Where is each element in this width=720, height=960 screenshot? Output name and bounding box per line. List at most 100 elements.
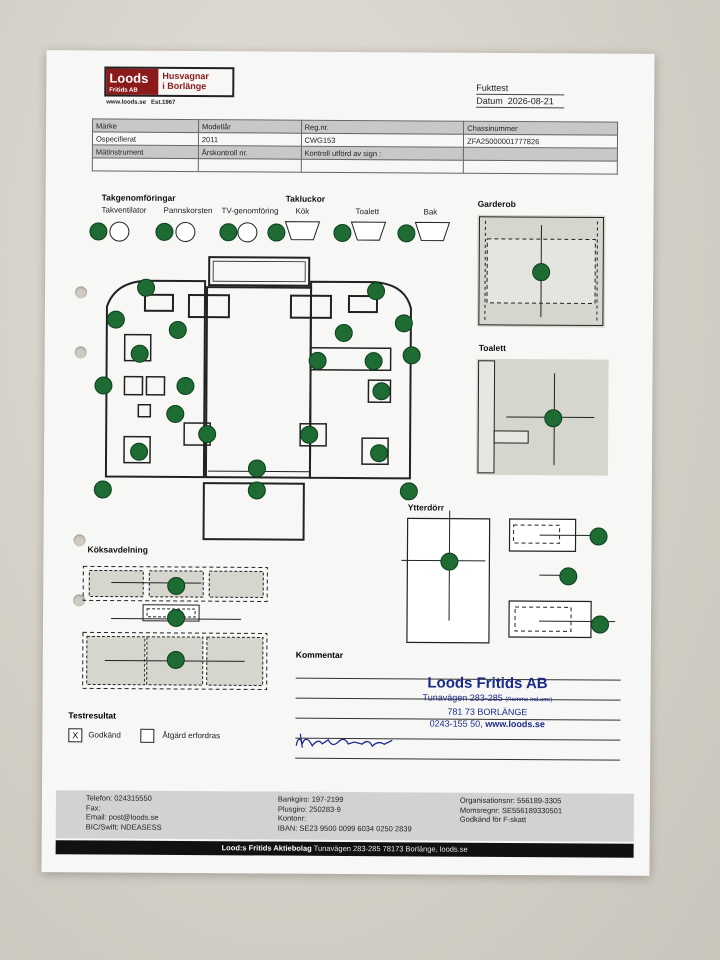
- measure-dot: [106, 310, 125, 329]
- roof-hatch-symbols: [284, 221, 451, 242]
- col-header: Märke: [92, 118, 199, 133]
- measure-dot: [166, 650, 185, 670]
- section-takgenomforingar: Takgenomföringar: [101, 192, 176, 203]
- stamp-name: Loods Fritids AB: [427, 674, 548, 693]
- measure-dot: [94, 376, 113, 395]
- label-toalett-tak: Toalett: [355, 207, 380, 217]
- cell-marke: Ospecifierat: [92, 131, 199, 146]
- logo-brand: Loods: [109, 70, 149, 86]
- label-pannskorsten: Pannskorsten: [163, 205, 213, 216]
- company-stamp: Loods Fritids AB Tunavägen 283-285 (Romm…: [422, 674, 553, 730]
- measure-dot: [370, 444, 389, 463]
- cell-chassi: ZFA25000001777826: [463, 134, 618, 149]
- section-toalett: Toalett: [478, 342, 506, 353]
- label-takventilator: Takventilator: [101, 205, 147, 215]
- logo-web: www.loods.se: [106, 99, 147, 106]
- measure-dot: [130, 344, 149, 363]
- measure-dot: [544, 409, 563, 428]
- cell-matinstrument: Mätinstrument: [92, 144, 199, 159]
- footer-bic: BIC/Swift: NDEASESS: [85, 821, 162, 832]
- col-header: Modellår: [198, 119, 302, 134]
- action-required-label: Åtgärd erfordras: [162, 730, 221, 741]
- footer-bankgiro: Bankgiro: 197-2199: [277, 794, 344, 804]
- measure-dot: [440, 552, 459, 571]
- footer-company: Lood:s Fritids Aktiebolag: [221, 843, 312, 853]
- footer-phone: Telefon: 024315550: [85, 793, 152, 803]
- comment-line: [295, 757, 621, 761]
- measure-dot: [247, 459, 267, 478]
- cell-empty: [463, 147, 618, 162]
- measure-dot: [166, 404, 185, 423]
- stamp-phone: 0243-155 50,: [429, 718, 483, 729]
- measure-dot: [168, 320, 187, 340]
- measure-dot: [397, 224, 416, 243]
- label-bak: Bak: [423, 207, 438, 217]
- measure-dot: [155, 222, 174, 241]
- handwritten-signature: [295, 733, 393, 748]
- door-diagram: [401, 510, 616, 644]
- footer-address: Tunavägen 283-285 78173 Borlänge, loods.…: [313, 843, 468, 854]
- stamp-address: Tunavägen 283-285: [422, 692, 503, 703]
- measure-dot: [372, 382, 391, 401]
- measure-dot: [93, 480, 112, 499]
- footer-iban: IBAN: SE23 9500 0099 6034 0250 2839: [277, 823, 412, 833]
- logo-est: Est.1967: [150, 99, 176, 106]
- measure-dot: [198, 425, 217, 444]
- measure-dot: [247, 481, 266, 500]
- doc-header-right: Fukttest Datum 2026-08-21: [476, 82, 565, 110]
- measure-dot: [166, 608, 186, 628]
- datum-value: 2026-08-21: [507, 95, 554, 107]
- measure-dot: [167, 576, 186, 596]
- footer-momsregnr: Momsregnr: SE556189330501: [459, 805, 563, 815]
- footer-fax: Fax:: [85, 802, 101, 812]
- cell-arskontroll: Årskontroll nr.: [198, 145, 302, 160]
- approved-checkbox[interactable]: X: [68, 728, 83, 743]
- measure-dot: [267, 223, 286, 242]
- measure-dot: [308, 351, 327, 370]
- measure-dot: [333, 223, 352, 243]
- roof-vent-symbol: [109, 221, 130, 242]
- col-header: Chassinummer: [463, 121, 618, 136]
- col-header: Reg.nr.: [301, 120, 464, 135]
- logo-line1: Husvagnar: [162, 70, 209, 82]
- measure-dot: [364, 352, 383, 371]
- label-kok: Kök: [295, 206, 310, 216]
- footer-orgnr: Organisationsnr: 556189-3305: [459, 795, 562, 806]
- measure-dot: [176, 376, 195, 396]
- company-logo: Loods Fritids AB Husvagnar i Borlänge ww…: [104, 66, 235, 106]
- measure-dot: [334, 323, 353, 343]
- datum-label: Datum: [476, 95, 503, 106]
- tv-symbol: [237, 222, 258, 243]
- section-garderob: Garderob: [477, 198, 516, 210]
- cell-regnr: CWG153: [301, 133, 464, 148]
- measure-dot: [394, 314, 413, 333]
- stamp-city: 781 73 BORLÄNGE: [447, 706, 528, 718]
- test-result-title: Testresultat: [68, 710, 117, 721]
- measure-dot: [366, 282, 386, 301]
- caravan-floor-plan: [104, 256, 412, 541]
- chimney-symbol: [175, 221, 196, 243]
- approved-label: Godkänd: [88, 730, 121, 740]
- vehicle-info-table: Märke Modellår Reg.nr. Chassinummer Ospe…: [92, 118, 618, 175]
- footer-fskatt: Godkänd för F-skatt: [459, 814, 527, 825]
- section-koksavdelning: Köksavdelning: [87, 544, 148, 555]
- kitchen-diagram: [82, 565, 268, 691]
- measure-dot: [130, 442, 149, 461]
- doc-type: Fukttest: [476, 82, 565, 96]
- action-required-checkbox[interactable]: [140, 728, 155, 743]
- measure-dot: [559, 567, 578, 586]
- label-tv-genomforing: TV-genomföring: [221, 206, 279, 216]
- measure-dot: [399, 482, 418, 501]
- cell-sign: Kontroll utförd av sign :: [300, 146, 464, 161]
- measure-dot: [589, 527, 608, 546]
- footer-kontonr: Kontonr:: [277, 813, 307, 823]
- measure-dot: [300, 425, 319, 444]
- logo-sub: Fritids AB: [109, 87, 156, 94]
- measure-dot: [137, 278, 156, 297]
- measure-dot: [89, 222, 108, 241]
- footer-bar: Lood:s Fritids Aktiebolag Tunavägen 283-…: [55, 840, 634, 858]
- fukttest-document: Loods Fritids AB Husvagnar i Borlänge ww…: [41, 50, 655, 876]
- measure-dot: [402, 346, 421, 365]
- comment-label: Kommentar: [295, 649, 344, 660]
- stamp-web: www.loods.se: [485, 718, 545, 730]
